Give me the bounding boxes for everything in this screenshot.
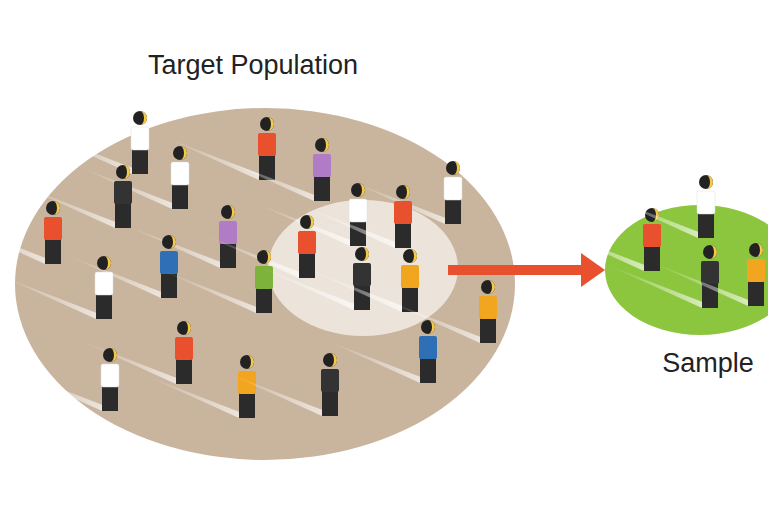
person-figure xyxy=(0,256,113,319)
sample-ellipse: Sample xyxy=(605,205,768,335)
person-figure xyxy=(323,320,437,383)
people-figures xyxy=(0,111,765,418)
person-figure xyxy=(547,208,661,271)
ellipse-fill xyxy=(15,108,515,460)
person-figure xyxy=(75,146,189,209)
person-figure xyxy=(0,201,62,264)
person-figure xyxy=(651,243,765,306)
person-figure xyxy=(79,321,193,384)
person-figure xyxy=(18,165,132,228)
person-figure xyxy=(601,175,715,238)
person-figure xyxy=(605,245,719,308)
person-figure xyxy=(5,348,119,411)
person-figure xyxy=(142,355,256,418)
person-figure xyxy=(225,353,339,416)
node-label: Target Population xyxy=(148,50,358,81)
ellipse-fill xyxy=(605,205,768,335)
person-figure xyxy=(123,205,237,268)
person-figure xyxy=(217,138,331,201)
person-figure xyxy=(64,235,178,298)
person-figure xyxy=(257,247,371,310)
person-figure xyxy=(159,250,273,313)
person-figure xyxy=(348,161,462,224)
node-label: Sample xyxy=(662,348,754,379)
ellipse-outline xyxy=(605,205,768,335)
person-figure xyxy=(383,280,497,343)
flow-arrow xyxy=(448,253,605,287)
person-figure xyxy=(35,111,149,174)
person-figure xyxy=(305,249,419,312)
